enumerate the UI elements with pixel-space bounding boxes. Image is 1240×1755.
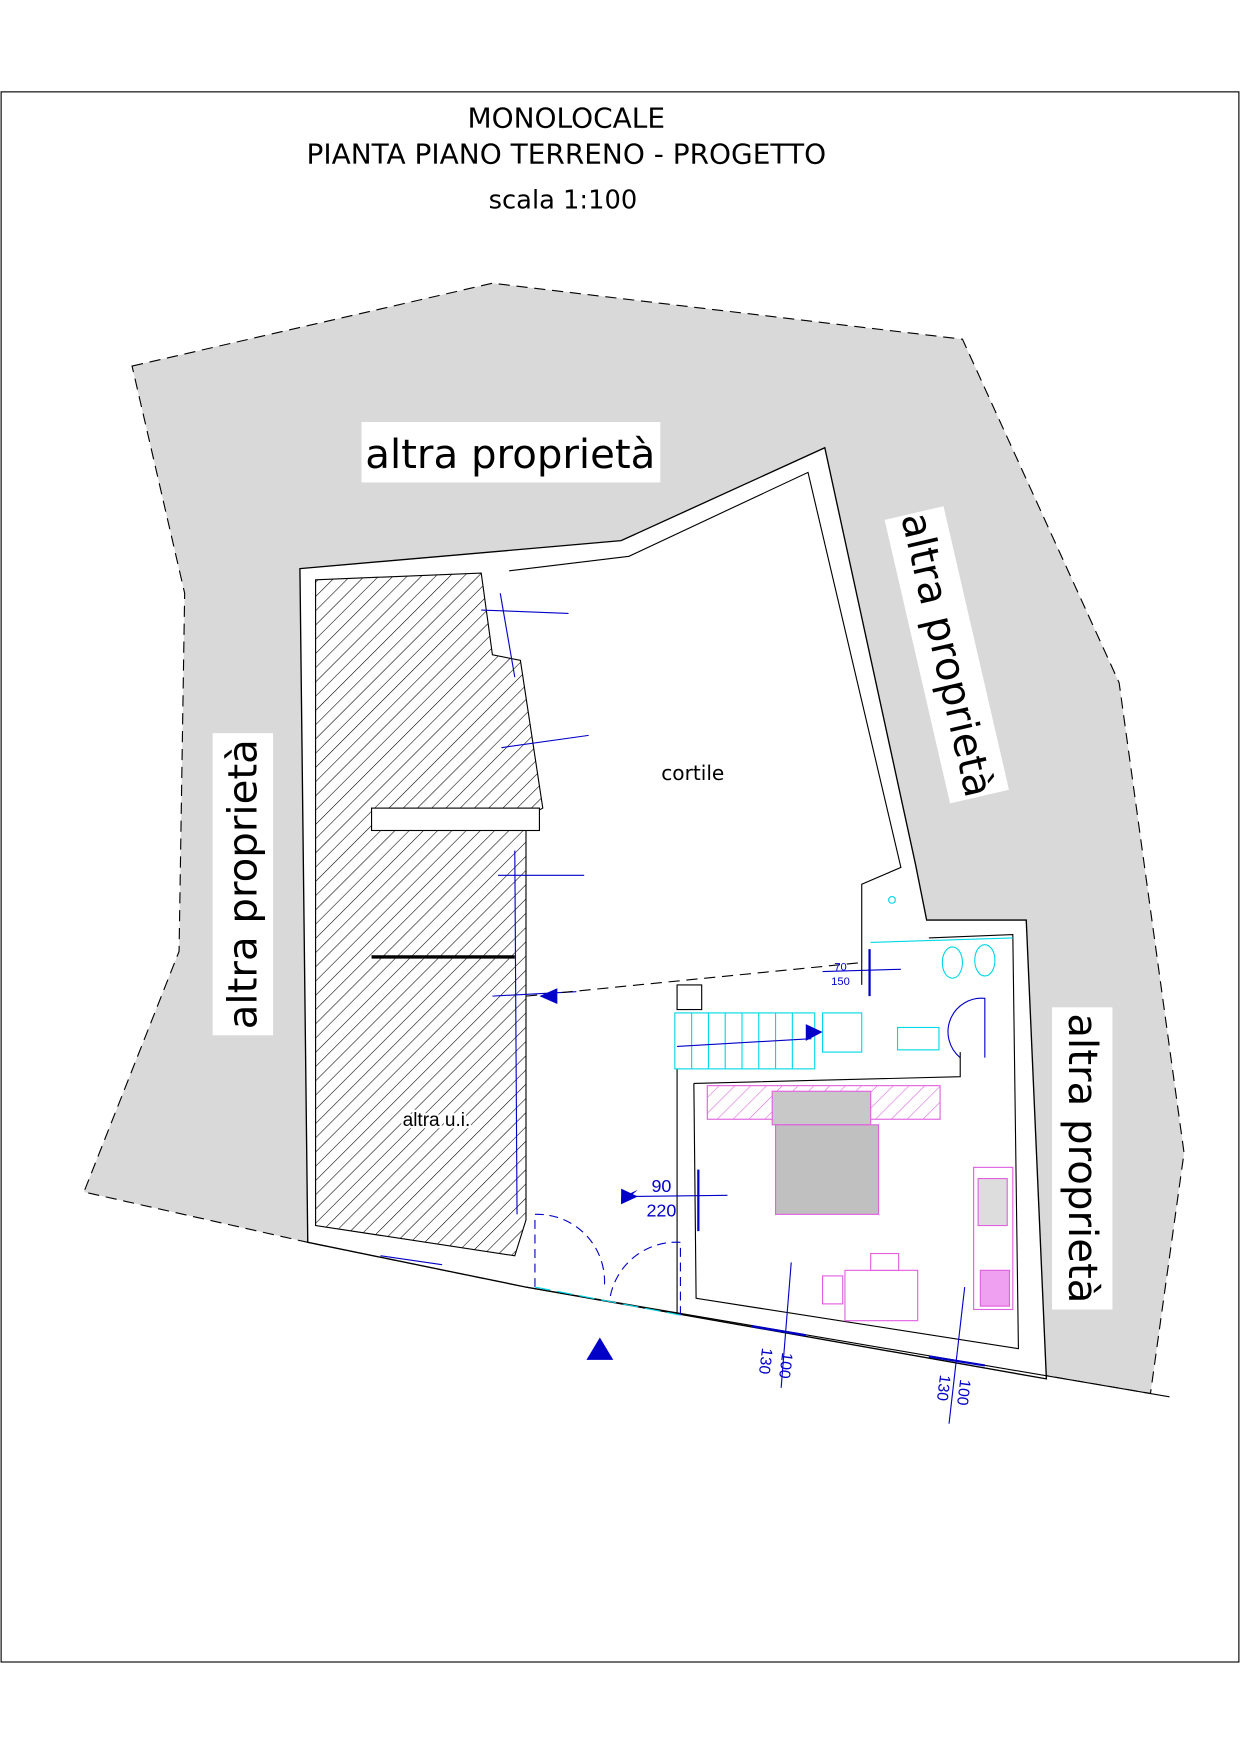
neighbor-right-bottom-label: altra proprietà bbox=[1059, 1013, 1105, 1303]
dimension-line bbox=[948, 1287, 966, 1424]
sheet-border bbox=[0, 91, 1240, 1663]
title-scale: scala 1:100 bbox=[489, 185, 638, 215]
stove bbox=[979, 1269, 1011, 1307]
title-line1: MONOLOCALE bbox=[467, 102, 665, 135]
dimension-line bbox=[822, 968, 901, 973]
bathroom-fixtures bbox=[870, 895, 1013, 1051]
chair bbox=[870, 1252, 900, 1271]
dimension-line bbox=[780, 1262, 792, 1388]
window2-height: 130 bbox=[933, 1374, 953, 1402]
window bbox=[928, 1355, 986, 1367]
threshold bbox=[534, 1286, 681, 1316]
ground-line bbox=[525, 1286, 1170, 1398]
arrow-icon bbox=[805, 1024, 823, 1041]
arrow-icon bbox=[539, 988, 558, 1004]
neighbor-top-label: altra proprietà bbox=[365, 432, 655, 478]
entry-door-height: 220 bbox=[646, 1201, 676, 1221]
stair-direction-line bbox=[677, 1038, 812, 1048]
building-inner-wall bbox=[509, 471, 902, 985]
other-unit-label: altra u.i. bbox=[403, 1110, 471, 1131]
courtyard-label: cortile bbox=[661, 761, 724, 785]
pillar bbox=[676, 984, 703, 1011]
window1-width: 100 bbox=[775, 1352, 795, 1380]
staircase bbox=[674, 1012, 863, 1070]
interior-wall bbox=[370, 807, 540, 832]
title-line2: PIANTA PIANO TERRENO - PROGETTO bbox=[306, 137, 826, 170]
entry-door-width: 90 bbox=[651, 1176, 671, 1196]
bath-window-width: 70 bbox=[834, 961, 846, 973]
bed bbox=[774, 1124, 880, 1215]
chair bbox=[822, 1275, 844, 1305]
window1-height: 130 bbox=[755, 1347, 775, 1375]
bathroom-door bbox=[947, 997, 986, 1059]
window2-width: 100 bbox=[953, 1378, 973, 1406]
label-box bbox=[361, 422, 661, 483]
neighbor-left-label: altra proprietà bbox=[220, 739, 266, 1029]
other-unit-hatched bbox=[315, 572, 544, 1257]
courtyard-boundary bbox=[525, 961, 862, 997]
bath-window-height: 150 bbox=[831, 976, 850, 988]
sink bbox=[977, 1177, 1008, 1227]
apartment-wall bbox=[693, 933, 1019, 1350]
entrance-arrow-icon bbox=[586, 1337, 614, 1360]
window bbox=[751, 1325, 806, 1337]
label-box bbox=[212, 733, 274, 1036]
arrow-icon bbox=[621, 1188, 638, 1205]
label-box bbox=[884, 506, 1009, 804]
entry-door-swing bbox=[609, 1241, 681, 1316]
table bbox=[844, 1269, 919, 1322]
label-box bbox=[1051, 1007, 1113, 1310]
apartment-wall bbox=[693, 1052, 961, 1084]
dimension-line bbox=[632, 1194, 728, 1198]
headboard bbox=[771, 1090, 872, 1126]
